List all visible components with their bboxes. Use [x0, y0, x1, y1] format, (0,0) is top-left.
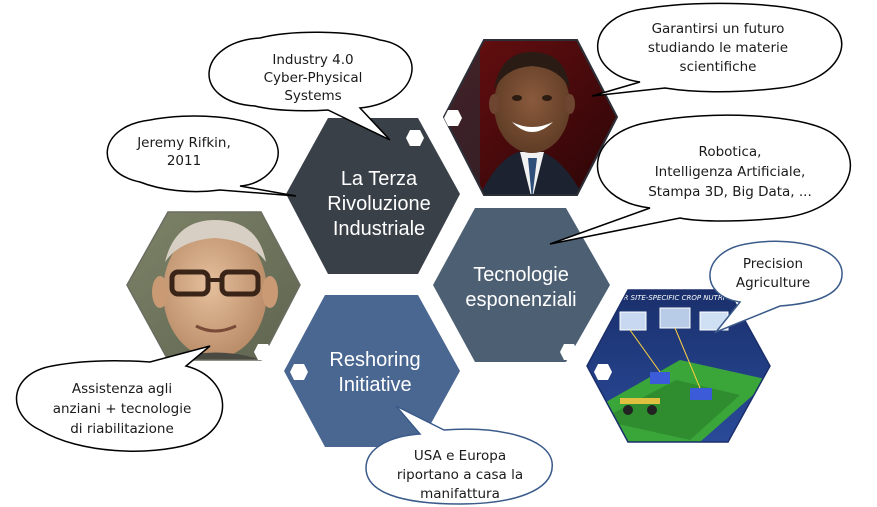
bubble-usa-line-3: manifattura [420, 486, 500, 502]
hex-terza-line-3: Industriale [333, 218, 425, 240]
bubble-industry-line-1: Industry 4.0 [272, 52, 353, 68]
hex-reshoring-line-2: Initiative [338, 374, 411, 396]
bubble-garantirsi-line-3: scientifiche [680, 59, 757, 75]
bubble-industry-line-3: Systems [284, 88, 341, 104]
hex-tecnologie-line-2: esponenziali [465, 289, 576, 311]
bubble-rifkin-line-1: Jeremy Rifkin, [136, 135, 231, 151]
bubble-precision-line-2: Agriculture [736, 275, 810, 291]
hex-terza-line-1: La Terza [341, 168, 418, 190]
bubble-robotica-line-2: Intelligenza Artificiale, [655, 164, 806, 180]
hex-tecnologie-esponenziali: Tecnologie esponenziali [433, 208, 610, 362]
bubble-robotica: Robotica, Intelligenza Artificiale, Stam… [549, 114, 852, 245]
hex-reshoring-initiative: Reshoring Initiative [284, 295, 460, 447]
hex-terza-line-2: Rivoluzione [327, 193, 430, 215]
bubble-usa: USA e Europa riportano a casa la manifat… [365, 405, 553, 505]
hexagon-marker-icon [444, 110, 462, 126]
bubble-industry: Industry 4.0 Cyber-Physical Systems [208, 31, 413, 141]
bubble-garantirsi-line-2: studiando le materie [648, 40, 788, 56]
bubble-assistenza-line-2: anziani + tecnologie [53, 401, 192, 417]
hex-tecnologie-line-1: Tecnologie [473, 264, 569, 286]
bubble-rifkin-line-2: 2011 [167, 153, 201, 169]
bubble-garantirsi-line-1: Garantirsi un futuro [652, 21, 785, 37]
bubble-usa-line-2: riportano a casa la [397, 467, 523, 483]
bubble-robotica-line-3: Stampa 3D, Big Data, ... [648, 184, 812, 200]
bubble-assistenza: Assistenza agli anziani + tecnologie di … [15, 345, 224, 452]
hexagon-marker-icon [406, 130, 424, 146]
bubble-assistenza-line-1: Assistenza agli [72, 381, 172, 397]
bubble-precision-line-1: Precision [743, 256, 803, 272]
hex-terza-rivoluzione: La Terza Rivoluzione Industriale [286, 118, 460, 274]
hex-reshoring-line-1: Reshoring [329, 349, 420, 371]
hexagon-marker-icon [594, 364, 612, 380]
agri-caption: FOR SITE-SPECIFIC CROP NUTRI [614, 294, 725, 302]
bubble-usa-line-1: USA e Europa [414, 448, 506, 464]
elder-photo-hex [126, 211, 301, 361]
hexagon-marker-icon [560, 344, 578, 360]
bubble-garantirsi: Garantirsi un futuro studiando le materi… [591, 2, 843, 97]
hexagon-marker-icon [254, 344, 272, 360]
obama-photo-hex [442, 39, 619, 196]
bubble-assistenza-line-3: di riabilitazione [70, 421, 174, 437]
bubble-industry-line-2: Cyber-Physical [264, 70, 363, 86]
hexagon-marker-icon [290, 364, 308, 380]
bubble-robotica-line-1: Robotica, [699, 144, 762, 160]
bubble-rifkin: Jeremy Rifkin, 2011 [106, 115, 297, 197]
bubble-precision: Precision Agriculture [709, 240, 843, 334]
